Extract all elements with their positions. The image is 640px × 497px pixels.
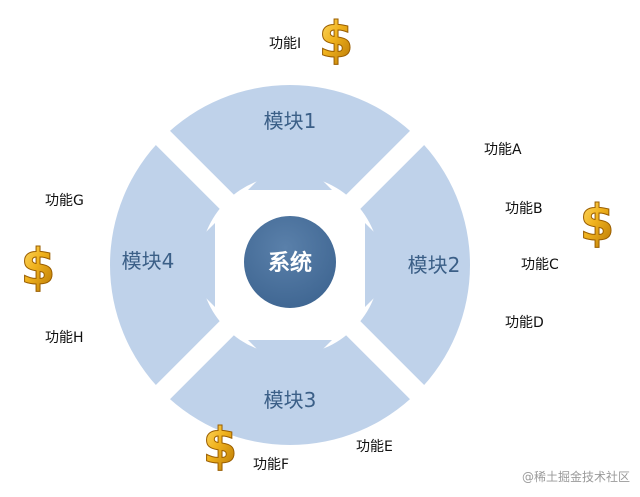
center-label: 系统 xyxy=(268,250,312,276)
dollar-icon: $ xyxy=(202,418,238,472)
dollar-glyph: $ xyxy=(319,12,354,66)
function-d-label: 功能D xyxy=(505,315,544,331)
dollar-icon: $ xyxy=(20,239,56,293)
arrow-right xyxy=(365,223,407,307)
function-a-label: 功能A xyxy=(484,142,522,158)
module-4-label: 模块4 xyxy=(122,249,175,273)
dollar-icon: $ xyxy=(318,12,354,66)
separator-sw xyxy=(135,309,246,422)
dollar-glyph: $ xyxy=(203,418,238,472)
dollar-icon: $ xyxy=(579,195,615,249)
module-2-label: 模块2 xyxy=(408,253,461,277)
watermark: @稀土掘金技术社区 xyxy=(521,470,630,484)
function-g-label: 功能G xyxy=(45,193,84,209)
arrow-left xyxy=(173,223,215,307)
function-h-label: 功能H xyxy=(45,330,84,346)
separator-se xyxy=(334,309,445,422)
function-f-label: 功能F xyxy=(253,457,290,473)
arrow-top xyxy=(248,148,332,190)
center-node xyxy=(242,214,338,310)
module-3-label: 模块3 xyxy=(264,388,317,412)
separator-nw xyxy=(135,108,246,221)
arrow-bottom xyxy=(248,340,332,382)
function-i-label: 功能I xyxy=(269,36,302,52)
dollar-glyph: $ xyxy=(21,239,56,293)
function-e-label: 功能E xyxy=(356,439,393,455)
module-1-label: 模块1 xyxy=(264,109,317,133)
dollar-glyph: $ xyxy=(580,195,615,249)
function-b-label: 功能B xyxy=(505,201,543,217)
function-c-label: 功能C xyxy=(521,257,559,273)
separator-ne xyxy=(334,108,445,221)
